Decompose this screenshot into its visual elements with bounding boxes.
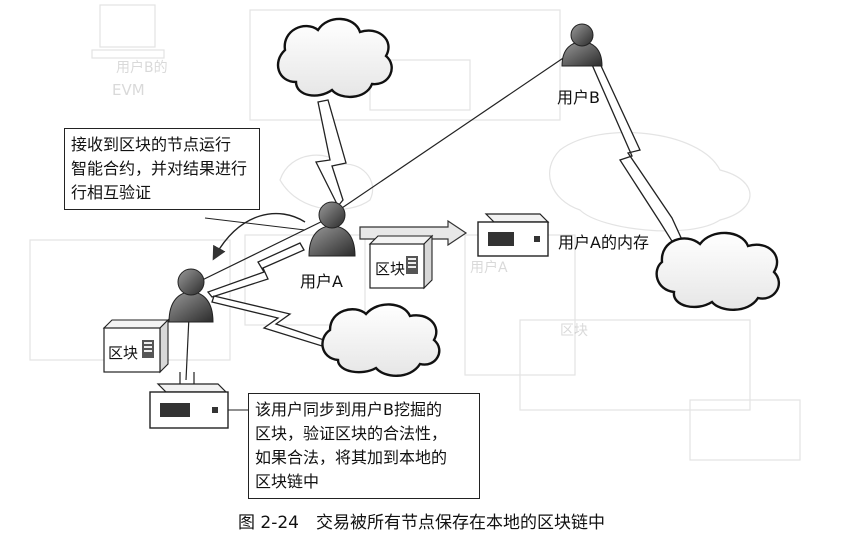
note-top-leader-line [204,217,306,231]
cloud-right [655,231,781,311]
lightning-left-node-to-cloud-mid [211,295,325,347]
lightning-links [206,53,695,347]
ghost-user-b-label: 用户B的 [116,59,168,76]
cloud-top [276,17,393,98]
memory-server-icon [477,213,550,257]
block-box-left: 区块 [102,318,170,374]
user-a-person-icon [308,201,356,257]
block-label-left: 区块 [108,344,138,362]
link-left-node-to-user-a [191,214,336,286]
block-label-center: 区块 [375,260,405,278]
block-document-icon [406,256,418,274]
user-a-label: 用户A [300,272,343,291]
ghost-evm-label: EVM [112,81,145,99]
ghost-block-label: 区块 [560,323,588,339]
lightning-cloud-top-to-user-a [315,99,347,208]
left-node-person-icon [168,268,214,323]
note-bottom-sync-block: 该用户同步到用户B挖掘的 区块，验证区块的合法性， 如果合法，将其加到本地的 区… [248,393,480,499]
link-user-a-to-user-b [335,47,579,213]
background-ghost-diagram [29,4,801,461]
background-ghost-labels: EVM 用户B的 用户A 区块 [112,59,588,339]
verify-curved-arrow [212,212,306,261]
cloud-middle [321,303,441,377]
ghost-user-a-label: 用户A [470,259,508,276]
block-box-center: 区块 [368,234,434,290]
note-top-smart-contract: 接收到区块的节点运行 智能合约，并对结果进行 行相互验证 [64,128,260,210]
figure-caption: 图 2-24 交易被所有节点保存在本地的区块链中 [238,513,605,533]
block-document-icon [142,340,154,358]
lightning-user-a-to-left-node [206,242,305,298]
user-b-label: 用户B [557,88,600,107]
user-b-person-icon [561,23,603,67]
memory-label: 用户A的内存 [558,233,649,252]
local-server-icon [149,372,229,429]
